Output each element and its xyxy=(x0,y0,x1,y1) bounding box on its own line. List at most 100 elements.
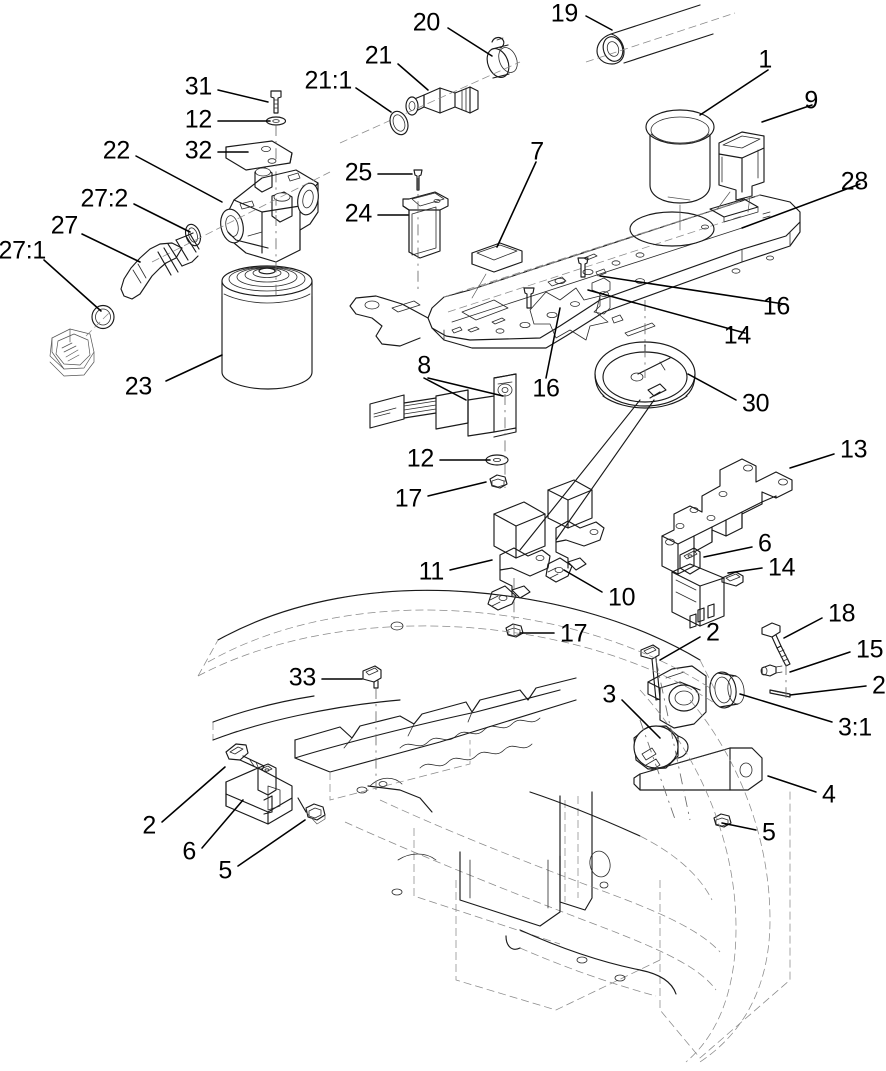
leader-line-11 xyxy=(449,559,493,571)
leader-line-1 xyxy=(699,69,769,116)
hex-nut-assembly xyxy=(49,328,95,377)
callout-label-2: 2 xyxy=(142,811,156,840)
callout-label-22: 22 xyxy=(102,136,131,165)
callout-label-3: 3 xyxy=(602,680,616,709)
callout-label-33: 33 xyxy=(288,663,317,692)
leader-line-20 xyxy=(447,27,493,57)
leader-line-10 xyxy=(563,569,603,593)
part-3-knob xyxy=(633,725,689,772)
part-3_1-collar-bushing xyxy=(709,671,745,709)
callout-label-23: 23 xyxy=(124,372,153,401)
leader-line-27 xyxy=(81,233,141,263)
part-11-switch-bracket-left xyxy=(487,501,551,611)
part-4-lever-arm xyxy=(633,747,763,791)
part-23-oil-filter xyxy=(221,265,313,390)
leader-line-4 xyxy=(767,775,817,793)
part-8-wire-harness xyxy=(369,373,517,438)
part-6-relay-right xyxy=(671,547,725,629)
callout-label-2: 2 xyxy=(706,618,720,647)
callout-label-12: 12 xyxy=(406,444,435,473)
callout-label-20: 20 xyxy=(412,8,441,37)
leader-line-17 xyxy=(427,481,487,497)
leader-line-27_2 xyxy=(133,203,191,233)
leader-line-14 xyxy=(587,289,746,334)
leader-line-7 xyxy=(496,161,537,248)
leader-line-3 xyxy=(621,699,661,739)
callout-label-30: 30 xyxy=(742,389,770,418)
part-6-relay-left xyxy=(225,763,293,825)
leader-line-27_1 xyxy=(43,259,102,312)
leader-line-2 xyxy=(161,766,226,823)
part-3-mount-bracket xyxy=(647,665,707,729)
leader-lines xyxy=(43,15,867,867)
part-33-flange-bolt xyxy=(362,665,382,790)
leader-line-16 xyxy=(599,275,785,305)
callout-label-24: 24 xyxy=(344,199,373,228)
callout-label-25: 25 xyxy=(344,158,373,187)
callout-label-26: 26 xyxy=(872,671,886,700)
callout-label-5: 5 xyxy=(218,856,232,885)
callout-label-21: 21 xyxy=(364,41,393,70)
callout-label-19: 19 xyxy=(550,0,579,28)
callout-label-11: 11 xyxy=(418,557,445,586)
callout-label-6: 6 xyxy=(182,837,196,866)
part-22-filter-head-manifold xyxy=(220,167,319,263)
part-18-hex-bolt xyxy=(761,622,791,667)
part-26-cotter-pin xyxy=(769,689,791,698)
callout-label-10: 10 xyxy=(608,583,636,612)
part-28-control-panel-deck xyxy=(349,194,801,349)
leader-line-22 xyxy=(135,155,223,203)
callout-label-27: 27 xyxy=(50,211,79,240)
leader-line-26 xyxy=(789,685,867,696)
callout-label-17: 17 xyxy=(394,484,423,513)
callout-label-4: 4 xyxy=(822,780,836,809)
leader-line-5 xyxy=(721,822,757,831)
callout-label-27_1: 27:1 xyxy=(0,236,46,265)
callout-label-14: 14 xyxy=(768,553,796,582)
part-27-elbow-fitting xyxy=(120,232,200,300)
callout-label-8: 8 xyxy=(417,351,431,380)
part-15-spacer xyxy=(760,664,783,677)
part-21-hydraulic-fitting xyxy=(339,61,521,144)
leader-line-28 xyxy=(741,183,861,229)
part-31-bolt xyxy=(270,90,282,114)
part-19-hose-tube xyxy=(585,4,736,65)
leader-line-6 xyxy=(201,799,244,849)
part-16-shoulder-bolt-b xyxy=(577,257,589,278)
leader-line-3_1 xyxy=(739,693,833,723)
leader-line-19 xyxy=(585,15,613,31)
leader-line-9 xyxy=(761,104,813,123)
leader-line-15 xyxy=(789,651,851,673)
part-27_1-o-ring xyxy=(91,304,115,330)
leader-line-30 xyxy=(687,373,737,401)
callout-label-13: 13 xyxy=(840,435,868,464)
callout-label-6: 6 xyxy=(758,529,772,558)
leader-line-6 xyxy=(703,546,753,558)
part-25-pan-head-screw xyxy=(413,169,423,191)
callout-label-31: 31 xyxy=(184,72,213,101)
leader-line-13 xyxy=(789,453,835,469)
callout-label-16: 16 xyxy=(762,292,791,321)
callout-label-15: 15 xyxy=(856,635,884,664)
part-24-fuse-block xyxy=(402,191,449,259)
callout-label-21_1: 21:1 xyxy=(304,66,353,95)
leader-line-8 xyxy=(427,377,504,397)
callout-label-3_1: 3:1 xyxy=(838,713,872,742)
leader-line-23 xyxy=(165,354,223,382)
part-13-mounting-rail xyxy=(661,458,793,575)
part-9-rocker-switch xyxy=(717,131,765,213)
callout-label-32: 32 xyxy=(184,136,213,165)
callout-label-1: 1 xyxy=(758,45,772,74)
part-21_1-o-ring xyxy=(389,110,409,136)
leader-line-21 xyxy=(397,63,429,91)
leader-line-31 xyxy=(217,89,269,103)
leader-line-16 xyxy=(545,307,561,379)
callout-label-17: 17 xyxy=(560,619,588,648)
leader-line-8 xyxy=(423,377,467,401)
part-5-lock-nut-left xyxy=(305,803,326,825)
part-14-valve-stem xyxy=(591,268,611,315)
part-17-hex-nut-center xyxy=(489,474,508,489)
callout-label-18: 18 xyxy=(828,599,856,628)
